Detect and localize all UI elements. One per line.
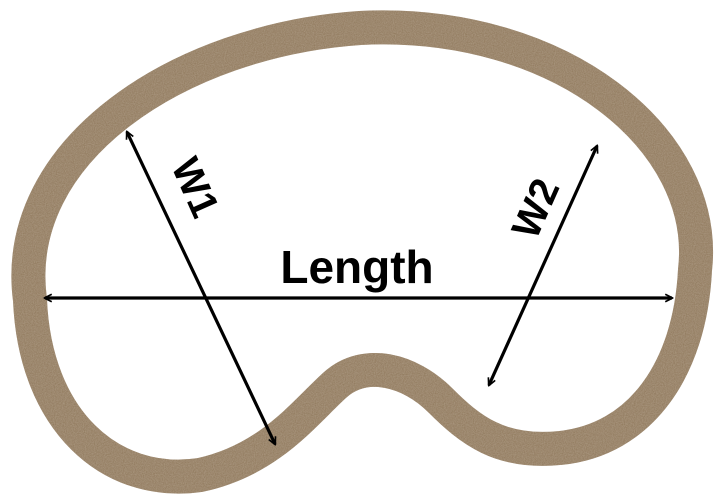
w2-arrow <box>489 146 597 385</box>
length-label: Length <box>280 241 433 293</box>
w1-label: W1 <box>163 151 228 224</box>
w1-arrow <box>125 132 277 444</box>
kidney-outline <box>11 10 714 494</box>
